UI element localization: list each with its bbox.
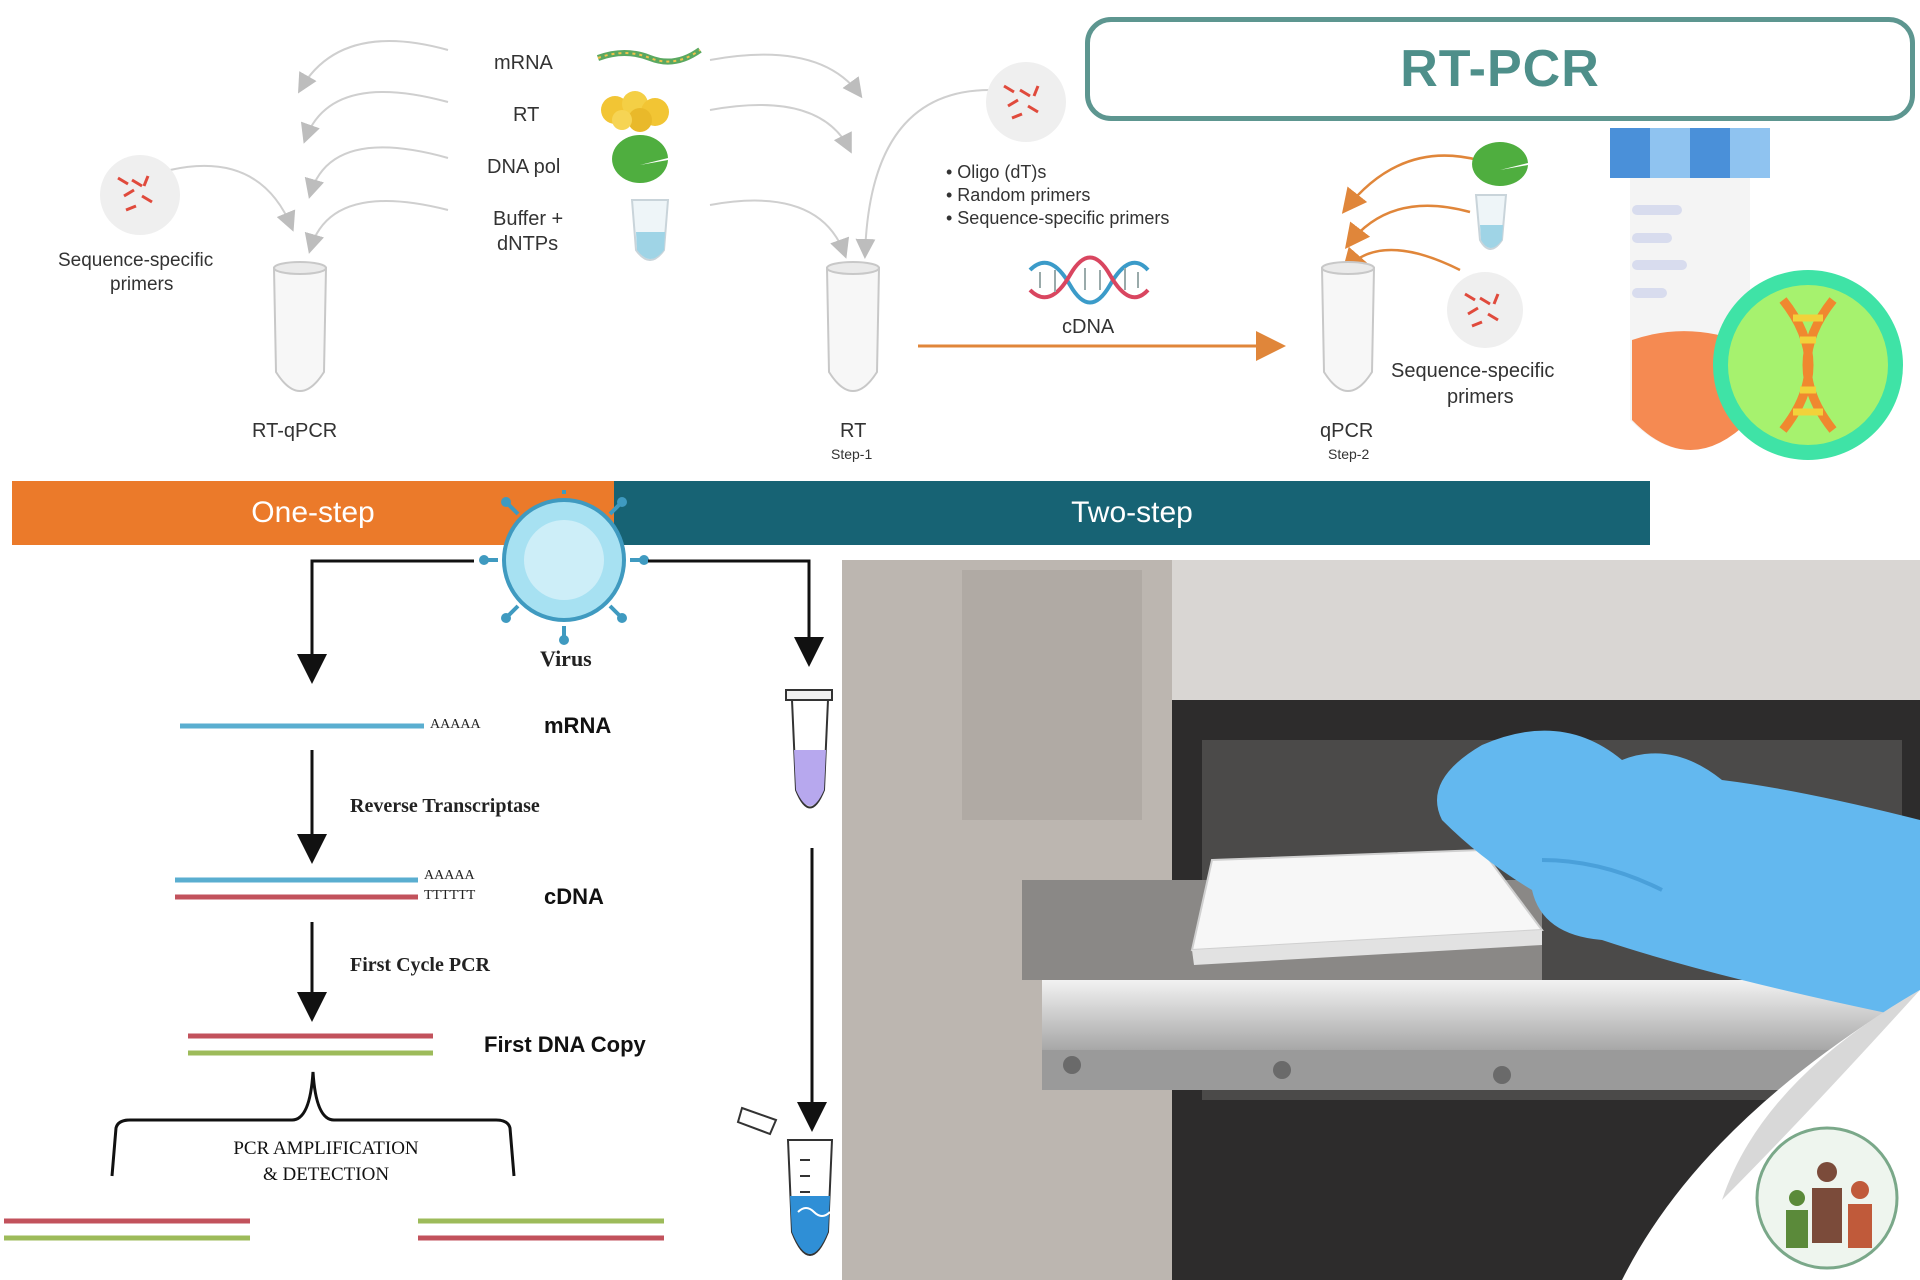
one-step-label: One-step	[251, 496, 375, 529]
reagent-rt: RT	[513, 104, 540, 126]
tube-one-step-label: RT-qPCR	[252, 420, 338, 442]
arrow-primers-right	[855, 89, 991, 259]
arrow-qpcr-buffer	[1344, 204, 1471, 249]
primer-option-random: • Random primers	[946, 185, 1091, 205]
arrow-mrna-left	[298, 40, 449, 94]
mrna-flow-label: mRNA	[544, 713, 612, 738]
primers-icon-top	[986, 62, 1066, 142]
gloved-hand	[1437, 730, 1920, 1020]
primers-icon-left	[100, 155, 180, 235]
lab-instrument-photo	[842, 560, 1920, 1280]
tube-qpcr-step: Step-2	[1328, 446, 1370, 462]
cdna-top-label: cDNA	[1062, 316, 1115, 338]
virus-icon	[479, 490, 649, 645]
primers-label-left-1: Sequence-specific	[58, 250, 214, 271]
arrow-rt-right	[709, 104, 852, 154]
amplification-label-2: & DETECTION	[262, 1164, 390, 1185]
primer-option-specific: • Sequence-specific primers	[946, 208, 1170, 228]
sample-tube-icon	[785, 689, 833, 809]
primers-label-left-2: primers	[110, 274, 174, 295]
mrna-strand-icon	[596, 47, 702, 65]
title-box: RT-PCR	[1085, 17, 1915, 121]
arrow-rt-left	[300, 91, 449, 144]
tube-rt	[825, 261, 881, 392]
two-step-band: Two-step	[614, 481, 1650, 545]
first-cycle-label: First Cycle PCR	[350, 954, 490, 976]
reverse-transcriptase-label: Reverse Transcriptase	[350, 795, 540, 817]
arrow-mrna-right	[709, 53, 863, 99]
tube-one-step	[272, 261, 328, 392]
first-copy-label: First DNA Copy	[484, 1032, 646, 1057]
arrow-qpcr-pol	[1341, 154, 1479, 214]
dna-polymerase-icon-right	[1472, 142, 1528, 186]
reagent-dntps: dNTPs	[497, 233, 559, 255]
amplification-label-1: PCR AMPLIFICATION	[233, 1138, 419, 1159]
dna-polymerase-icon	[612, 135, 668, 183]
primers-icon-right	[1447, 272, 1523, 348]
reagent-dna-pol: DNA pol	[487, 156, 561, 178]
tube-rt-label: RT	[840, 420, 867, 442]
cdna-tail-t: TTTTTT	[424, 888, 476, 903]
arrow-buffer-right	[709, 199, 850, 259]
cdna-flow-label: cDNA	[544, 884, 604, 909]
tube-rt-step: Step-1	[831, 446, 873, 462]
pcr-tube-icon	[736, 1106, 834, 1256]
arrow-pol-left	[304, 146, 449, 199]
flow-graphics	[4, 490, 834, 1256]
primers-label-right-1: Sequence-specific	[1391, 360, 1555, 382]
two-step-label: Two-step	[1071, 496, 1193, 529]
tube-qpcr	[1320, 261, 1376, 392]
primers-label-right-2: primers	[1447, 386, 1514, 408]
reagent-buffer: Buffer +	[493, 208, 564, 230]
tube-qpcr-label: qPCR	[1320, 420, 1374, 442]
mrna-tail: AAAAA	[430, 717, 481, 732]
reagent-mrna: mRNA	[494, 52, 553, 74]
test-tube-dna-icon	[1610, 128, 1903, 460]
cdna-helix-icon	[1028, 255, 1150, 305]
virus-label: Virus	[540, 646, 592, 671]
page-title: RT-PCR	[1400, 40, 1600, 98]
arrow-buffer-left	[304, 200, 449, 254]
reverse-transcriptase-icon	[601, 91, 669, 132]
primer-option-oligo: • Oligo (dT)s	[946, 162, 1047, 182]
workflow-graphics	[100, 40, 1903, 460]
arrow-primers-left	[169, 164, 296, 232]
cdna-tail-a: AAAAA	[424, 868, 475, 883]
